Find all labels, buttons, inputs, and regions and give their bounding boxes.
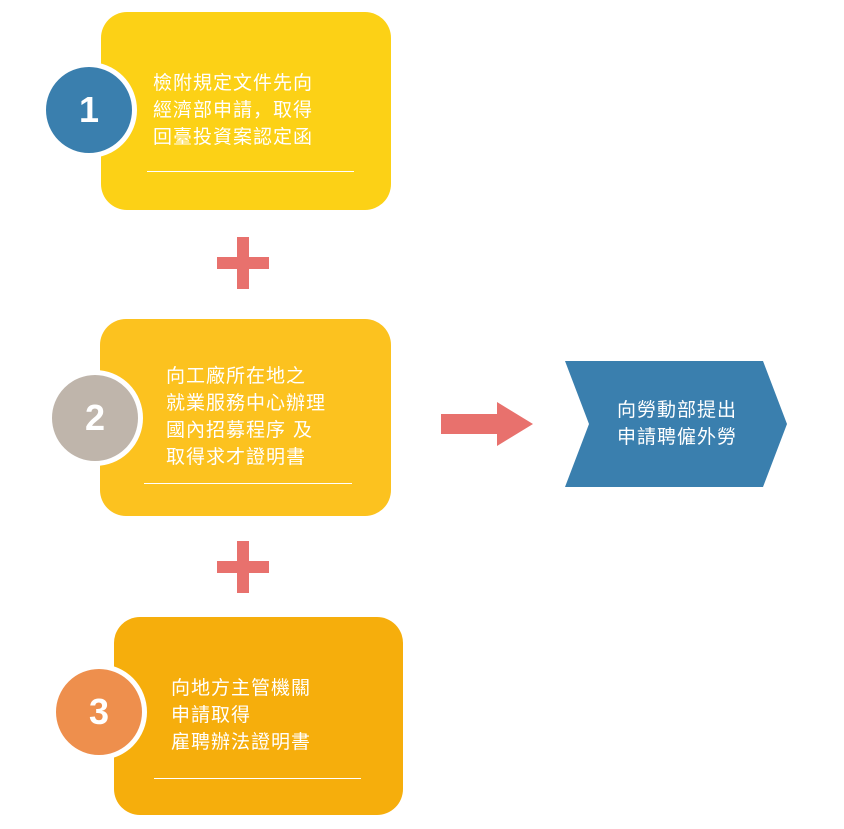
- step-1-box: 檢附規定文件先向 經濟部申請，取得 回臺投資案認定函: [101, 12, 391, 210]
- step-2-divider: [144, 483, 352, 484]
- step-3-divider: [154, 778, 361, 779]
- plus-connector-2: [217, 541, 269, 593]
- step-1-text: 檢附規定文件先向 經濟部申請，取得 回臺投資案認定函: [153, 72, 314, 148]
- step-2-box: 向工廠所在地之 就業服務中心辦理 國內招募程序 及 取得求才證明書: [100, 319, 391, 516]
- step-1-badge: 1: [41, 62, 137, 158]
- step-2-text: 向工廠所在地之 就業服務中心辦理 國內招募程序 及 取得求才證明書: [166, 365, 327, 468]
- right-arrow-icon: [441, 402, 533, 446]
- step-3-badge: 3: [51, 664, 147, 760]
- step-3-text: 向地方主管機關 申請取得 雇聘辦法證明書: [171, 677, 312, 753]
- result-text: 向勞動部提出 申請聘僱外勞: [616, 399, 737, 448]
- plus-connector-1: [217, 237, 269, 289]
- step-3-box: 向地方主管機關 申請取得 雇聘辦法證明書: [114, 617, 403, 815]
- result-chevron: [565, 361, 787, 487]
- step-2-badge: 2: [47, 370, 143, 466]
- step-1-divider: [147, 171, 354, 172]
